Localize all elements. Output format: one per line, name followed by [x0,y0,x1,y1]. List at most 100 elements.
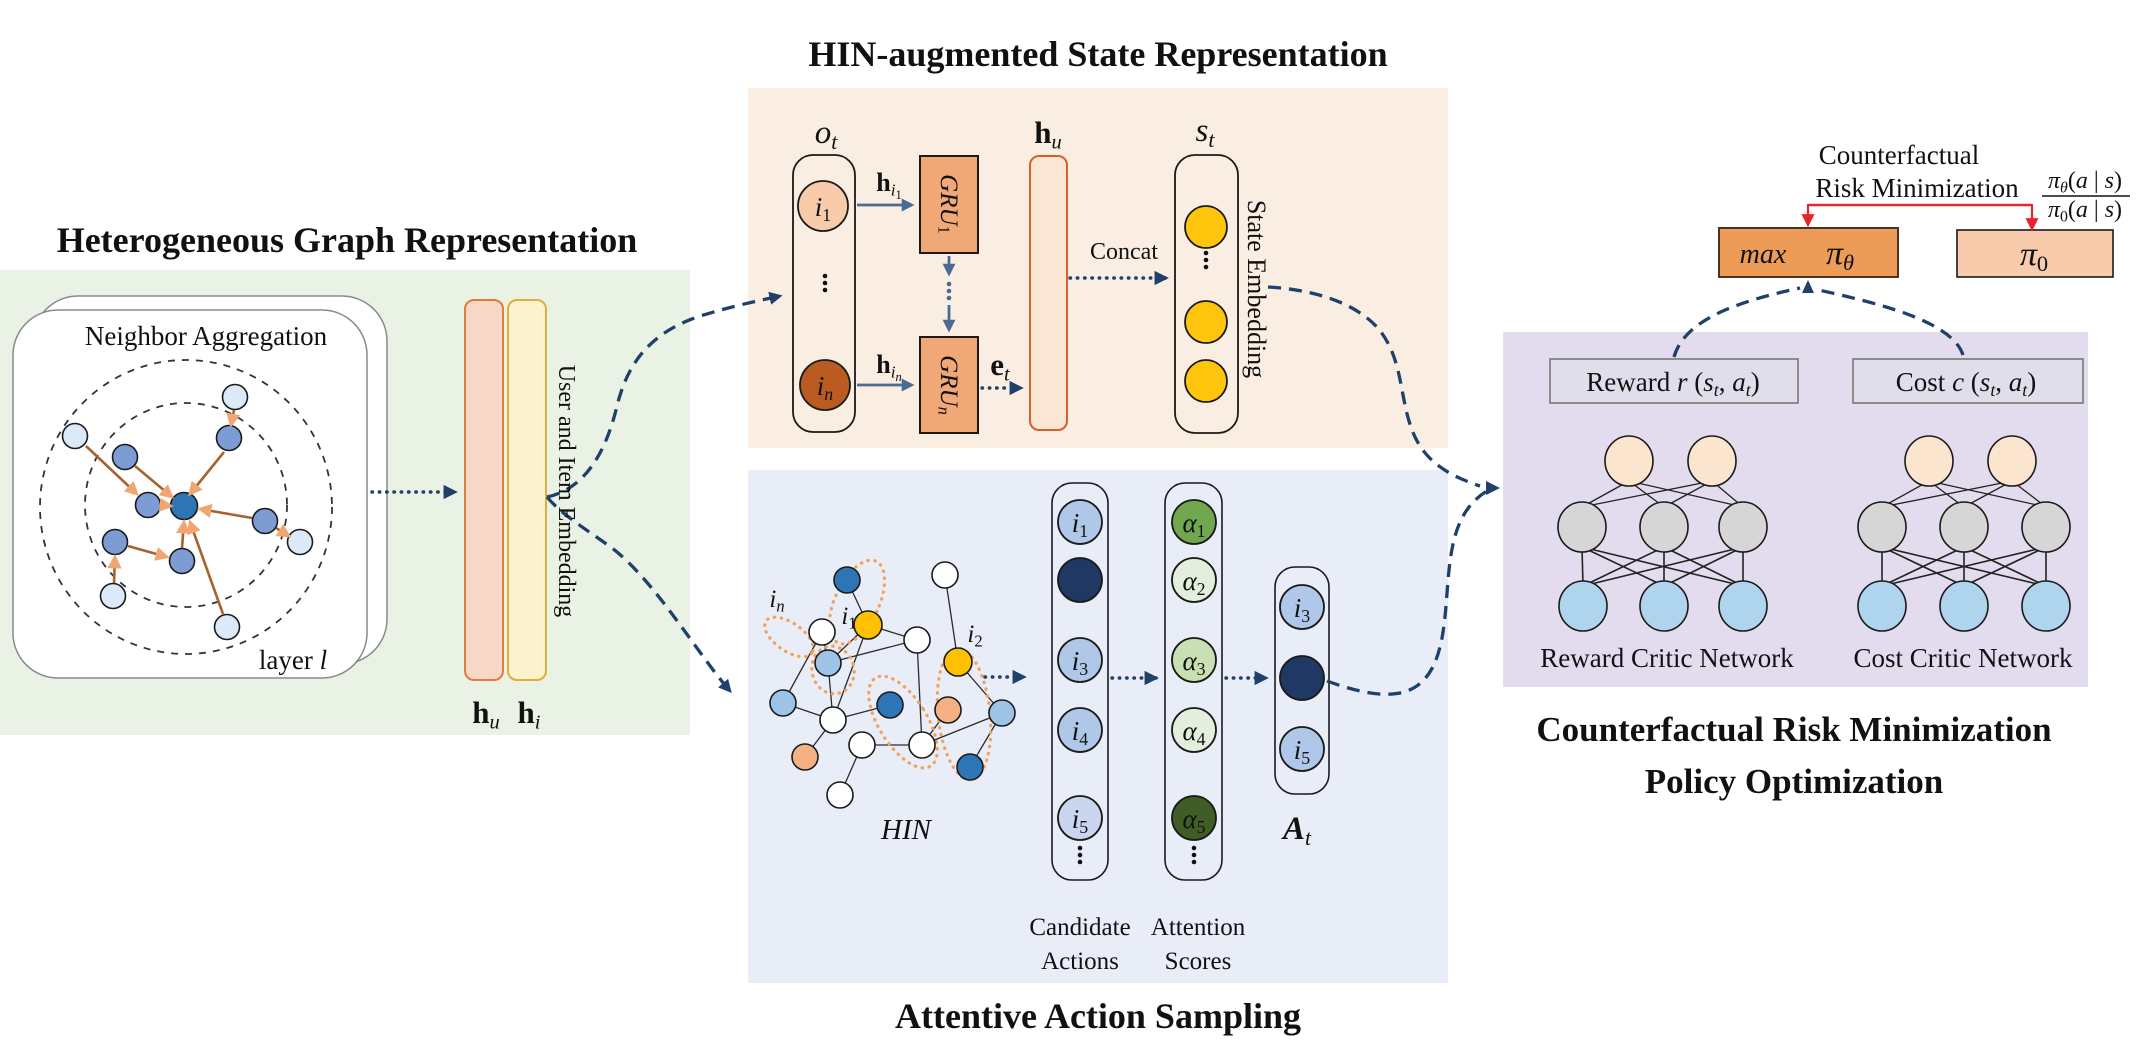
vdots-4 [1191,845,1197,851]
hin-node-1 [931,561,959,589]
item-in-label: in [817,371,834,404]
hin-node-2 [808,618,836,646]
hu-bars-label-part: h [472,695,489,730]
attention-a5 [1171,795,1217,841]
grun-label: GRUn [935,355,963,415]
item-in-label-part: n [824,384,833,404]
observation-label: ot [815,115,839,154]
curve-action-to-crm [1326,489,1488,696]
reward-critic-network-neuron [1718,501,1768,553]
reward-box-label-part: ( [1688,367,1704,397]
agg-node-4 [286,528,314,556]
ratio-numerator-part: | [2088,168,2105,194]
title-state-representation-part: HIN-augmented State Representation [808,34,1387,74]
hin-node-10 [988,699,1016,727]
card-title-part: Neighbor Aggregation [85,321,328,351]
state-embedding-label: State Embedding [1243,200,1272,378]
hin-node-13 [908,731,936,759]
cost-critic-network-neuron [1857,580,1907,632]
metapath-loop-1 [763,615,815,659]
title-action-sampling-part: Attentive Action Sampling [895,996,1301,1036]
reward-box-label-part: a [1732,367,1746,397]
cost-critic-network-edge [1881,480,2013,508]
hi-bars-label-part: i [535,712,541,734]
sampled-i3-label-part: i [1294,593,1302,623]
agg-arrow-0 [226,409,241,428]
item-i1-label: i1 [815,192,831,225]
cost-box-label-part: ) [2027,367,2036,397]
cost-box-label-part: t [1990,380,1996,400]
ratio-numerator-part: θ [2060,179,2068,196]
attention-caption-2-part: Scores [1165,948,1232,975]
hi-bars-label-part: h [518,695,535,730]
hin-node-4 [903,626,931,654]
state-neuron [1184,359,1228,403]
title-crm-line2-part: Policy Optimization [1645,762,1943,801]
pi-theta-label-part: π [1826,235,1844,272]
agg-node-0 [221,383,249,411]
cost-critic-network-edge [1881,546,2047,587]
pi-theta-label: πθ [1826,235,1854,275]
reward-box [1549,358,1799,404]
reward-box-label-part: r [1677,367,1688,397]
agg-node-3 [213,613,241,641]
title-action-sampling: Attentive Action Sampling [895,996,1301,1036]
state-neuron [1184,205,1228,249]
sampled-i3-label: i3 [1294,593,1311,626]
candidate-caption-2: Actions [1041,948,1119,975]
item-i1-label-part: i [815,192,823,222]
candidate-i5-label-part: i [1072,804,1080,834]
agg-node-2 [99,582,127,610]
sampled-i5-label-part: 5 [1301,748,1310,768]
vdots-3 [1077,845,1083,851]
reward-box-label-part: ) [1751,367,1760,397]
hin-vector-label-part: h [876,350,891,379]
candidate-caption-1-part: Candidate [1029,914,1130,941]
sampled-i5-label: i5 [1294,735,1311,768]
candidate-i4 [1057,707,1103,753]
cost-critic-network-neuron [1939,501,1989,553]
et-label: et [990,347,1011,386]
cost-box-label-part: t [2022,380,2028,400]
attention-a3 [1171,637,1217,683]
attention-a2-label-part: α [1182,566,1197,596]
vdots-2 [1203,257,1209,263]
hin-node-16 [826,781,854,809]
gru1-box [919,155,979,254]
pi-0-label: π0 [2020,236,2048,276]
reward-critic-network-neuron [1639,580,1689,632]
candidate-caption-2-part: Actions [1041,948,1119,975]
agg-node-7 [134,491,162,519]
hin-node-0 [833,566,861,594]
attention-a1 [1171,499,1217,545]
hi1-label-part: h [876,168,891,197]
hin-i1-label-part: 1 [848,614,856,633]
hin-caption: HIN [880,814,933,846]
sampled-masked [1279,655,1325,701]
gru1-label-part: GRU [936,174,963,227]
grun-label-part: n [935,407,954,415]
reward-box-label: Reward r (st, at) [1586,367,1759,400]
agg-arrow-10 [187,519,225,615]
reward-critic-caption-part: Reward Critic Network [1540,643,1794,673]
agg-node-1 [61,422,89,450]
attention-a2-label: α2 [1182,566,1205,599]
reward-critic-network-edge [1582,546,1744,587]
hu-top-label-part: h [1034,115,1051,150]
hin-node-8 [876,691,904,719]
candidate-i5-label-part: 5 [1079,817,1088,837]
state-label: st [1196,113,1216,152]
crm-bracket-0 [1801,203,2032,228]
agg-arrow-4 [158,497,174,512]
agg-arrow-1 [188,451,226,497]
action-set-label-part: t [1305,826,1312,850]
crm-bracket-1 [1808,203,2039,232]
title-graph-representation-part: Heterogeneous Graph Representation [57,220,638,260]
hin-node-3 [853,610,883,640]
candidate-i4-label: i4 [1072,716,1089,749]
reward-critic-network-neuron [1639,501,1689,553]
hu-top-label: hu [1034,115,1061,154]
cost-box-label-part: c [1952,367,1964,397]
hop-circle-0 [39,359,333,655]
